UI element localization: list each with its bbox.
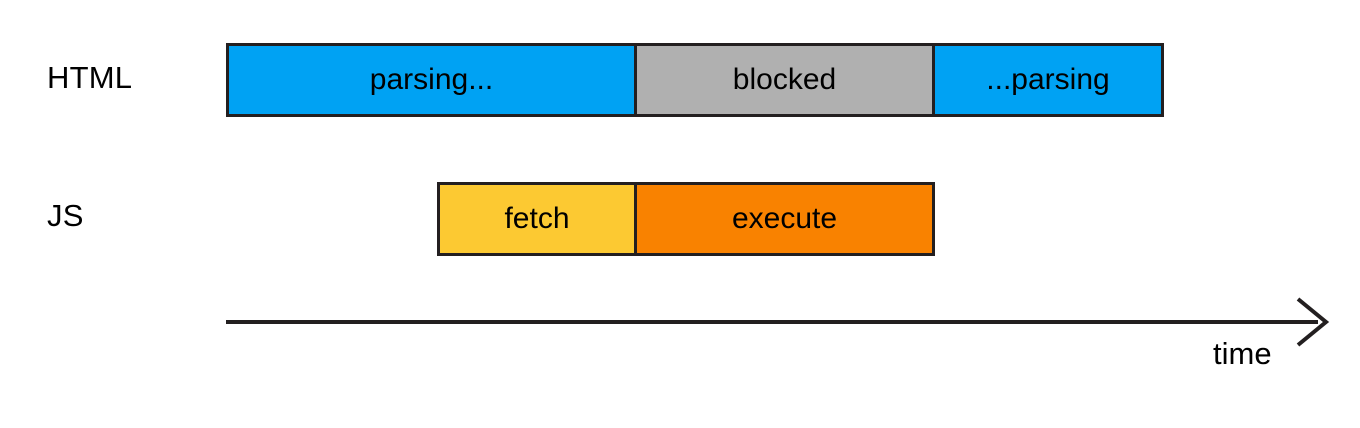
timeline-row-js: fetch execute bbox=[437, 182, 935, 256]
time-axis-arrow bbox=[226, 297, 1330, 347]
row-label-js: JS bbox=[47, 198, 84, 233]
row-label-html: HTML bbox=[47, 60, 133, 95]
segment-html-parsing: parsing... bbox=[226, 43, 637, 117]
timeline-row-html: parsing... blocked ...parsing bbox=[226, 43, 1164, 117]
segment-js-fetch: fetch bbox=[437, 182, 637, 256]
segment-html-parsing-resumed: ...parsing bbox=[932, 43, 1164, 117]
axis-label-time: time bbox=[1213, 336, 1272, 371]
arrowhead-icon bbox=[1296, 297, 1330, 347]
segment-html-blocked: blocked bbox=[634, 43, 935, 117]
segment-js-execute: execute bbox=[634, 182, 935, 256]
